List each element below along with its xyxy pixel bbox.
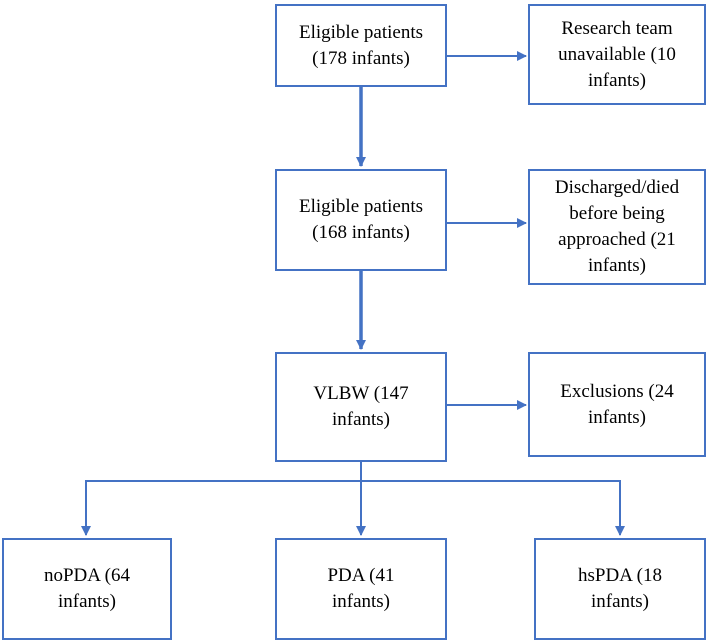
box-line: VLBW (147 xyxy=(313,383,409,404)
box-vlbw: VLBW (147 infants) xyxy=(275,352,447,462)
box-nopda: noPDA (64 infants) xyxy=(2,538,172,640)
box-line: infants) xyxy=(590,591,650,612)
box-line: infants) xyxy=(587,406,647,428)
box-exclusions: Exclusions (24 infants) xyxy=(528,352,706,457)
box-line: Exclusions (24 xyxy=(560,380,674,402)
box-eligible-178: Eligible patients (178 infants) xyxy=(275,4,447,87)
box-line: PDA (41 xyxy=(327,565,395,586)
box-line: Eligible patients xyxy=(298,196,423,217)
box-line: Discharged/died xyxy=(554,177,680,198)
box-line: unavailable (10 xyxy=(558,43,676,65)
box-line: noPDA (64 xyxy=(43,565,131,586)
box-line: (178 infants) xyxy=(312,47,410,69)
box-line: infants) xyxy=(331,409,391,430)
box-line: infants) xyxy=(331,591,391,612)
box-line: approached (21 xyxy=(558,229,676,250)
box-eligible-168: Eligible patients (168 infants) xyxy=(275,169,447,271)
box-line: before being xyxy=(569,203,665,224)
box-line: Research team xyxy=(561,17,673,39)
box-line: infants) xyxy=(57,591,117,612)
box-discharged-died: Discharged/died before being approached … xyxy=(528,169,706,285)
box-line: Eligible patients xyxy=(298,21,423,43)
box-research-team-unavailable: Research team unavailable (10 infants) xyxy=(528,4,706,105)
box-line: hsPDA (18 xyxy=(578,565,662,586)
box-line: infants) xyxy=(587,69,647,91)
box-line: (168 infants) xyxy=(312,222,410,243)
box-line: infants) xyxy=(587,255,647,276)
box-pda: PDA (41 infants) xyxy=(275,538,447,640)
box-hspda: hsPDA (18 infants) xyxy=(534,538,706,640)
